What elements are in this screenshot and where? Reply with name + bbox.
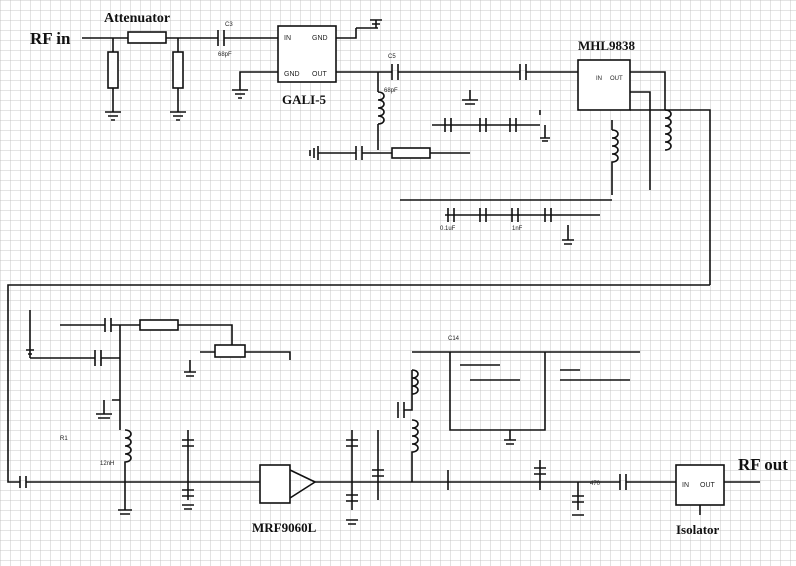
- gali-pin-in: IN: [284, 35, 291, 42]
- gali-pin-gnd2: GND: [284, 71, 300, 78]
- svg-text:C5: C5: [388, 54, 396, 60]
- wiring: [7, 19, 760, 525]
- svg-text:0.1uF: 0.1uF: [440, 226, 456, 232]
- gali-pin-gnd1: GND: [312, 35, 328, 42]
- mrf9060l-label: MRF9060L: [252, 520, 317, 535]
- rf-out-label: RF out: [738, 455, 788, 474]
- svg-text:470: 470: [590, 481, 601, 487]
- svg-text:C14: C14: [448, 336, 460, 342]
- svg-text:IN: IN: [596, 76, 602, 82]
- svg-text:68pF: 68pF: [218, 52, 232, 58]
- isolator-label: Isolator: [676, 522, 720, 537]
- svg-text:C3: C3: [225, 22, 233, 28]
- svg-text:12nH: 12nH: [100, 461, 114, 467]
- isolator-pin-in: IN: [682, 482, 689, 489]
- isolator-pin-out: OUT: [700, 482, 716, 489]
- rf-in-label: RF in: [30, 29, 71, 48]
- svg-text:1nF: 1nF: [512, 226, 523, 232]
- svg-text:68pF: 68pF: [384, 88, 398, 94]
- svg-text:OUT: OUT: [610, 76, 623, 82]
- attenuator-label: Attenuator: [104, 11, 170, 26]
- gali-5-label: GALI-5: [282, 92, 327, 107]
- svg-text:R1: R1: [60, 436, 68, 442]
- mhl9838-label: MHL9838: [578, 38, 636, 53]
- component-markings: C3 68pF C5 68pF IN OUT 0.1uF 1nF R1 12nH C14 4…: [60, 22, 623, 487]
- gali-pin-out: OUT: [312, 71, 328, 78]
